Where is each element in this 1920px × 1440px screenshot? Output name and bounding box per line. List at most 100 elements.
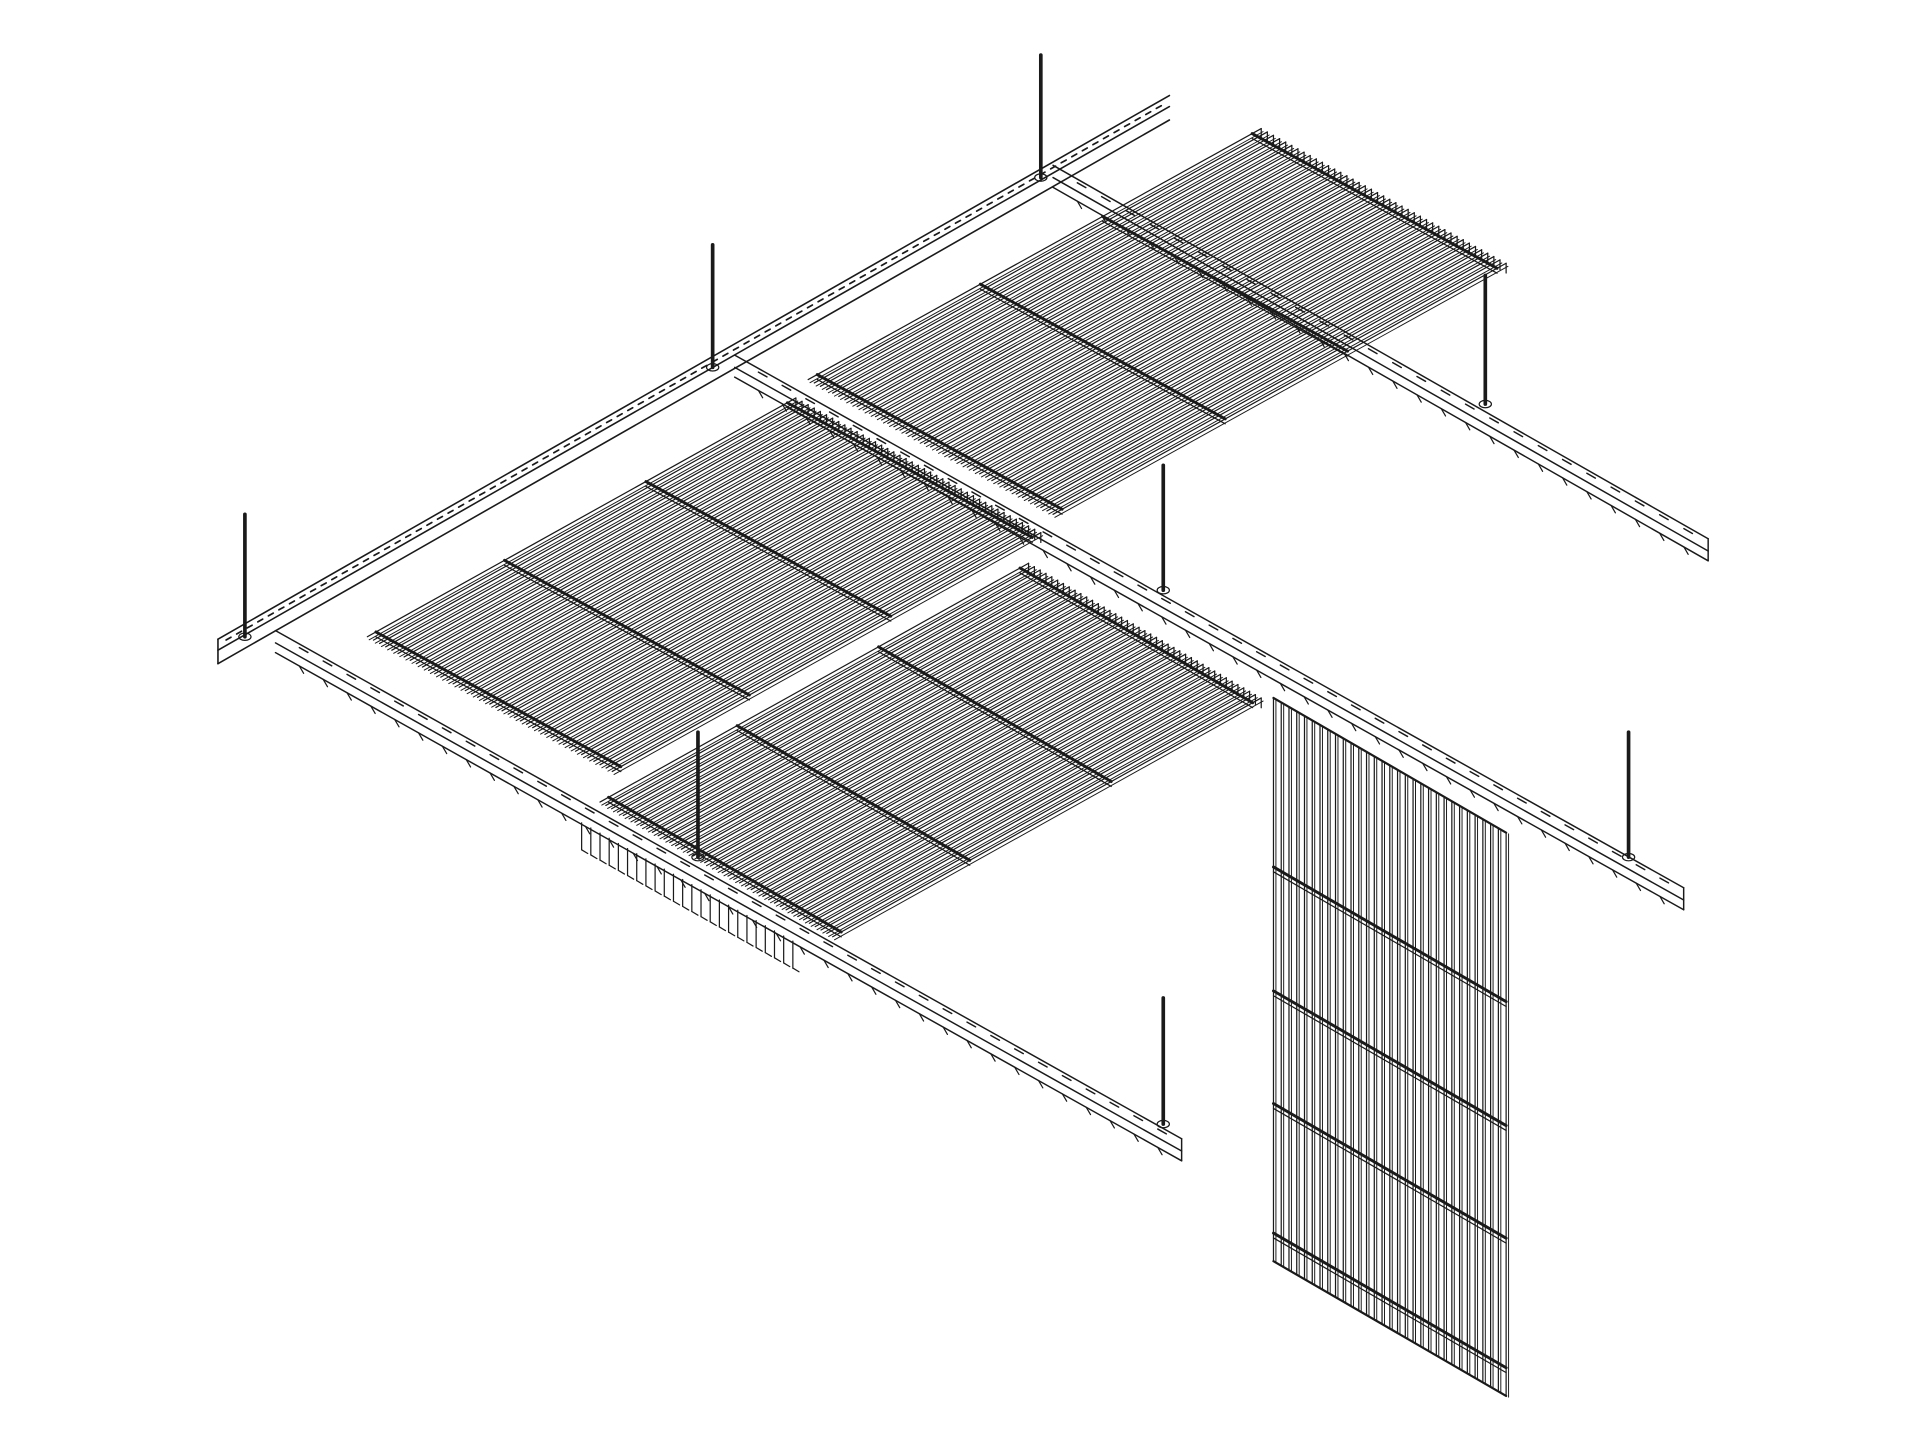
rail-slot <box>1222 265 1233 272</box>
carrier-hole <box>954 219 962 225</box>
panel-center-slat <box>611 569 1041 810</box>
panel-upper-slat <box>962 215 1417 468</box>
panel-left-slat <box>452 444 883 685</box>
panel-center-slat <box>773 663 1204 904</box>
hanging-clip <box>636 880 644 885</box>
panel-left-cross-bar <box>644 480 893 618</box>
hanger-nut <box>1621 852 1636 862</box>
carrier-hole <box>965 213 972 218</box>
wall-panel-top-edge <box>1272 696 1508 834</box>
carrier-hole <box>922 237 930 243</box>
panel-left-slat <box>423 430 854 671</box>
rail-tooth <box>847 972 853 982</box>
panel-upper-slat <box>944 205 1399 458</box>
panel-center-slat <box>692 616 1123 857</box>
carrier-hole <box>478 491 486 496</box>
carrier-hole <box>552 449 560 454</box>
carrier-hole <box>394 539 401 545</box>
rail-tooth <box>1037 1079 1044 1089</box>
carrier-hole <box>584 431 592 436</box>
panel-center-slat <box>756 653 1187 894</box>
carrier-hole <box>1113 129 1120 134</box>
carrier-hole <box>468 497 475 502</box>
hanging-clip <box>755 946 763 952</box>
panel-center-slat <box>820 690 1251 931</box>
panel-center-slat <box>758 656 1188 897</box>
panel-left-slat <box>525 484 956 725</box>
panel-left-slat <box>574 511 1005 752</box>
panel-center-slat <box>663 599 1094 840</box>
panel-center-slat <box>630 582 1060 823</box>
rail-slot <box>1232 637 1243 644</box>
carrier-hole <box>256 618 264 623</box>
panel-upper-slat <box>919 191 1374 444</box>
panel-center-cross-bar <box>877 645 1113 783</box>
panel-upper-slat <box>948 205 1403 458</box>
rail-slot <box>1109 1101 1120 1108</box>
panel-center-slat <box>651 592 1082 833</box>
panel-center-slat <box>785 670 1216 911</box>
rail-tooth <box>942 1026 949 1035</box>
rail-tooth <box>1683 546 1689 555</box>
panel-upper-slat <box>858 158 1313 411</box>
panel-upper-slat <box>1023 249 1478 501</box>
panel-left-slat <box>399 417 829 658</box>
rail-tooth <box>417 732 424 741</box>
rail-tooth <box>1256 669 1262 679</box>
rail-tooth <box>1161 616 1167 625</box>
panel-left-slat <box>497 471 927 711</box>
panel-upper-slat <box>1040 255 1495 509</box>
carrier-hole <box>457 503 465 508</box>
panel-upper-slat <box>905 181 1360 435</box>
panel-center-slat <box>618 575 1049 816</box>
rail-slot <box>1100 195 1111 203</box>
rail-tooth <box>1137 602 1143 612</box>
rail-tooth <box>465 759 472 768</box>
panel-left-slat <box>491 467 921 708</box>
rail-tooth <box>971 509 977 519</box>
panel-left-slat <box>607 531 1038 772</box>
hanger-nut <box>238 632 252 642</box>
panel-left-slat <box>460 451 891 691</box>
panel-upper-cross-bar <box>1101 214 1350 353</box>
wall-panel-cross-bar <box>1272 989 1508 1128</box>
rail-slot <box>370 687 381 694</box>
rail-slot <box>1634 500 1645 507</box>
panel-upper-slat <box>1021 245 1477 499</box>
hanging-clip <box>617 869 626 875</box>
rail-slot <box>1374 717 1385 724</box>
rail-tooth <box>727 906 734 915</box>
panel-upper-slat <box>925 195 1380 448</box>
hanging-clip <box>608 864 616 870</box>
panel-center-slat <box>729 639 1159 880</box>
carrier-hole <box>912 243 919 249</box>
rail-tooth <box>1085 1106 1092 1116</box>
panel-left-slat <box>446 441 877 682</box>
rail-slot <box>1013 1048 1024 1055</box>
carrier-hole <box>774 322 782 327</box>
carrier-hole <box>679 376 687 382</box>
panel-upper-slat <box>846 151 1301 404</box>
rail-slot <box>971 491 982 498</box>
rail-slot <box>1416 375 1427 383</box>
panel-center-slat <box>669 603 1099 844</box>
panel-center-slat <box>640 586 1070 827</box>
panel-center-slat <box>634 582 1065 823</box>
panel-center-slat <box>607 569 1037 809</box>
panel-upper-cross-bar <box>979 288 1226 425</box>
rail-tooth <box>704 892 710 902</box>
panel-center-slat <box>709 626 1140 867</box>
carrier-hole <box>415 527 423 533</box>
panel-left-slat <box>380 407 811 648</box>
rail-tooth <box>561 812 567 822</box>
rail-slot <box>1113 571 1124 578</box>
carrier-hole <box>1102 135 1110 140</box>
rail-tooth <box>513 785 519 795</box>
carrier-hole <box>1060 159 1067 164</box>
rail-slot <box>1540 810 1551 818</box>
panel-center-cross-bar <box>1018 566 1255 705</box>
panel-left-slat <box>385 407 815 648</box>
hanging-clip <box>581 849 589 855</box>
carrier-hole <box>373 551 380 557</box>
panel-upper-slat <box>999 235 1454 488</box>
